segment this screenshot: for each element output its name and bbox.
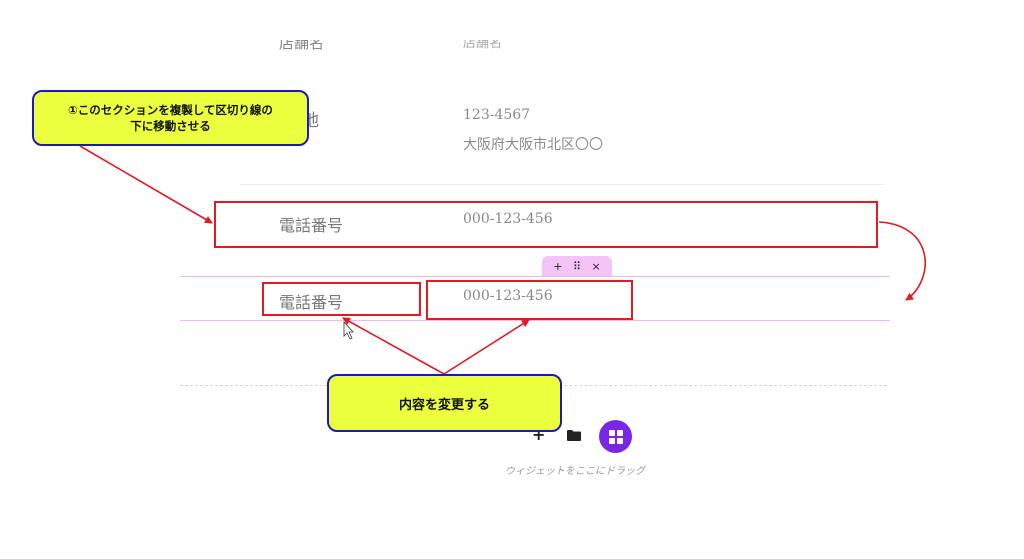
section-border-top <box>180 276 890 277</box>
widget-library-button[interactable] <box>599 420 632 453</box>
callout-step2: 内容を変更する <box>327 374 562 432</box>
phone-label-duplicate[interactable]: 電話番号 <box>279 293 344 312</box>
phone-value-original[interactable]: 000-123-456 <box>463 211 553 227</box>
phone-label-original[interactable]: 電話番号 <box>279 216 344 235</box>
drop-hint: ウィジェットをここにドラッグ <box>505 466 645 477</box>
section-drag-handle[interactable]: ⠿ <box>572 259 582 273</box>
callout-step1-line1: ①このセクションを複製して区切り線の <box>68 103 273 117</box>
arrow-to-original <box>79 145 213 224</box>
arrow-move-down <box>878 221 926 301</box>
callout-step1-line2: 下に移動させる <box>130 119 211 133</box>
row-value-cut: 店舗名 <box>463 36 503 51</box>
address-line: 大阪府大阪市北区〇〇 <box>463 137 603 153</box>
address-zip: 123-4567 <box>463 107 531 123</box>
arrow-to-label <box>342 317 445 375</box>
section-add-button[interactable]: + <box>553 259 563 273</box>
divider <box>240 184 885 185</box>
phone-value-duplicate[interactable]: 000-123-456 <box>463 288 553 304</box>
folder-icon[interactable] <box>567 430 581 441</box>
callout-step1: ①このセクションを複製して区切り線の 下に移動させる <box>32 90 309 146</box>
section-close-button[interactable]: × <box>591 259 601 273</box>
section-border-bottom <box>180 320 890 321</box>
highlight-duplicate-value <box>426 280 633 320</box>
highlight-duplicate-label <box>262 282 421 316</box>
highlight-original-row <box>214 201 878 248</box>
arrow-to-value <box>443 319 530 375</box>
row-label-cut: 店舗名 <box>279 34 325 52</box>
mouse-cursor-icon <box>343 320 354 340</box>
section-handle[interactable]: + ⠿ × <box>542 256 612 276</box>
grid-icon <box>608 429 623 444</box>
